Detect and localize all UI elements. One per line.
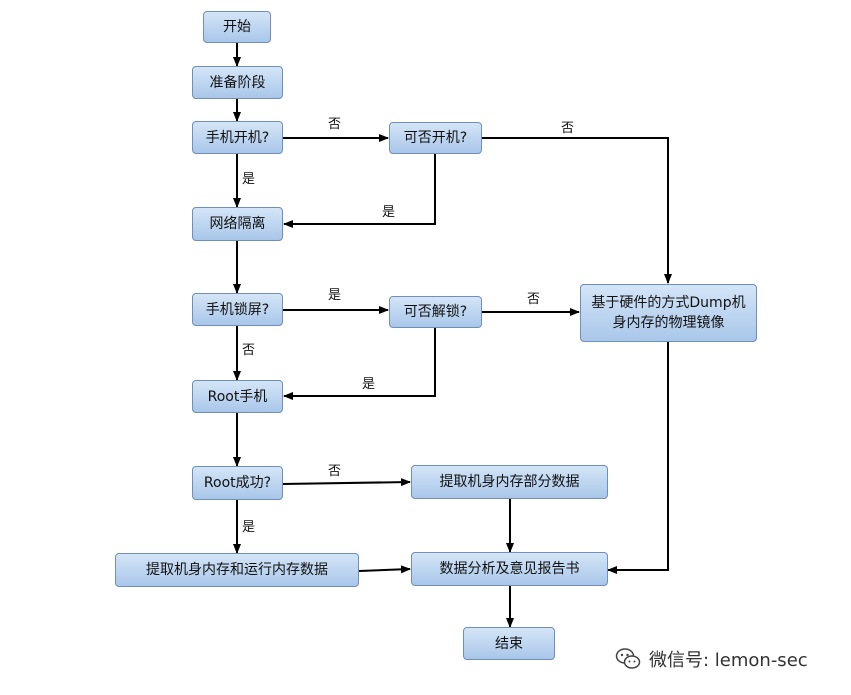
- node-analysis-report: 数据分析及意见报告书: [411, 552, 608, 586]
- node-can-unlock: 可否解锁?: [389, 296, 482, 328]
- edge-label-can-power-on-yes: 是: [382, 205, 396, 220]
- node-can-power-on: 可否开机?: [389, 122, 482, 154]
- edge-label-phone-on-no: 否: [328, 117, 342, 132]
- edge-label-phone-locked-yes: 是: [328, 288, 342, 303]
- node-prepare: 准备阶段: [192, 66, 283, 99]
- node-end: 结束: [463, 627, 555, 660]
- node-root-success: Root成功?: [192, 466, 283, 500]
- edge-label-phone-locked-no: 否: [242, 343, 256, 358]
- node-phone-locked: 手机锁屏?: [192, 293, 283, 326]
- watermark-text: 微信号: lemon-sec: [649, 650, 808, 671]
- node-network-isolation: 网络隔离: [192, 207, 283, 241]
- edge-label-root-success-no: 否: [328, 464, 342, 479]
- edge-label-root-success-yes: 是: [242, 520, 256, 535]
- edge-label-can-power-on-no: 否: [561, 121, 575, 136]
- edge-can-power-on-no: [482, 137, 672, 284]
- edge-label-phone-on-yes: 是: [242, 172, 256, 187]
- edge-label-can-unlock-yes: 是: [362, 377, 376, 392]
- wechat-icon: [615, 648, 641, 669]
- node-extract-full: 提取机身内存和运行内存数据: [115, 553, 359, 587]
- edge-hardware-analysis: [607, 342, 669, 574]
- edge-full-analysis: [358, 565, 411, 574]
- node-hardware-dump: 基于硬件的方式Dump机身内存的物理镜像: [580, 284, 757, 342]
- node-root-phone: Root手机: [192, 380, 283, 413]
- edge-can-power-on-yes: [283, 154, 436, 228]
- edge-root-success-no: [281, 478, 411, 487]
- node-phone-on: 手机开机?: [192, 121, 283, 154]
- edge-label-can-unlock-no: 否: [527, 292, 541, 307]
- edge-unlock-yes: [283, 326, 436, 400]
- watermark: 微信号: lemon-sec: [615, 646, 808, 672]
- node-start: 开始: [203, 11, 271, 43]
- node-extract-partial: 提取机身内存部分数据: [411, 465, 608, 499]
